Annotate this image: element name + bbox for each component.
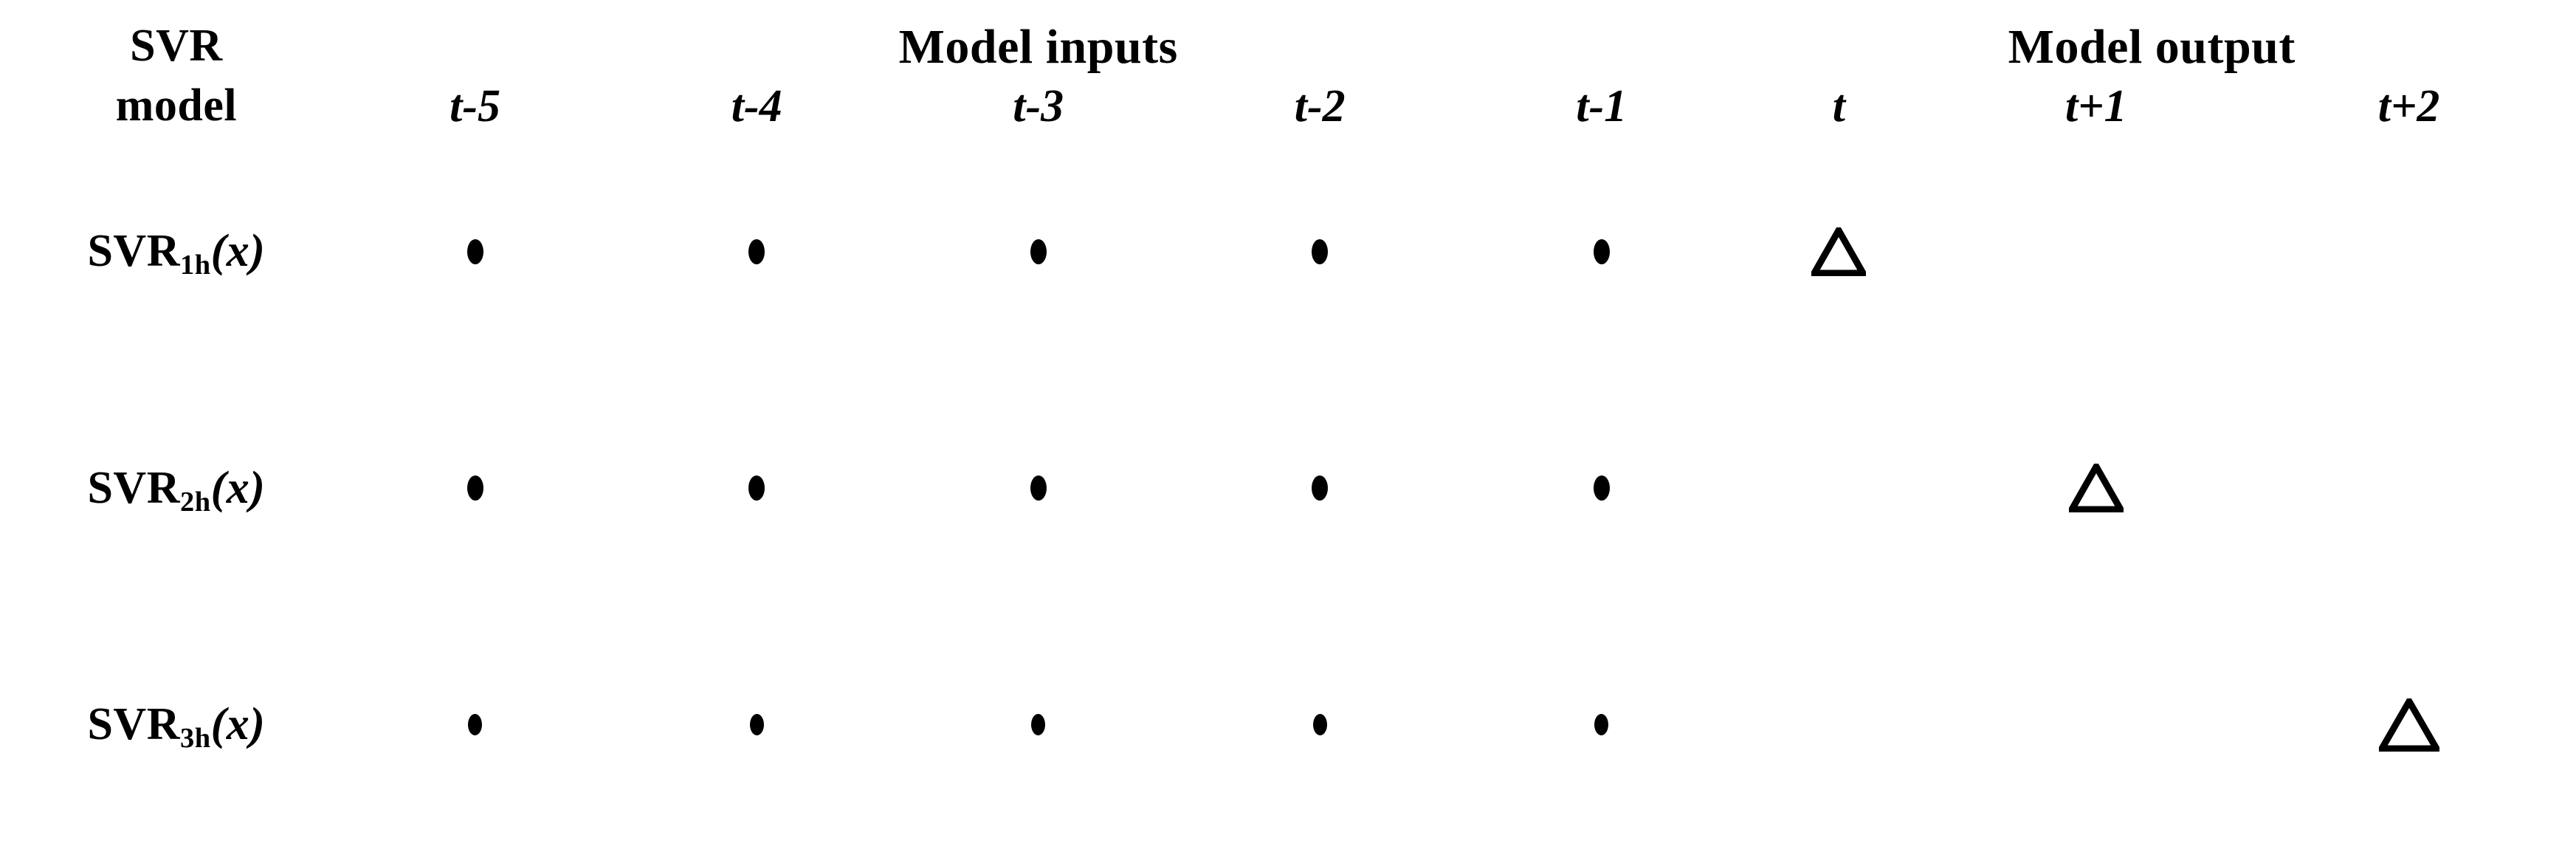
cell-output-t-plus-2 xyxy=(2256,372,2561,608)
cell-input-t-minus-5 xyxy=(334,608,616,845)
filled-circle-marker xyxy=(1030,475,1047,501)
cell-input-t-minus-5 xyxy=(334,372,616,608)
cell-input-t-minus-2 xyxy=(1179,135,1461,371)
row-label-argument: (x) xyxy=(210,462,266,513)
svr-model-table: SVR model Model inputs Model output t-5 … xyxy=(18,16,2561,845)
row-label-argument: (x) xyxy=(210,226,266,277)
cell-input-t-minus-5 xyxy=(334,135,616,371)
filled-circle-marker xyxy=(1030,238,1047,264)
row-label-subscript: 2h xyxy=(179,486,211,518)
open-triangle-marker xyxy=(1811,227,1867,276)
open-triangle-marker xyxy=(2378,698,2439,752)
column-header-t: t xyxy=(1832,80,1846,131)
filled-circle-marker xyxy=(1312,714,1327,736)
row-label-base: SVR xyxy=(87,462,180,513)
cell-output-t-plus-2 xyxy=(2256,608,2561,845)
cell-output-t xyxy=(1743,372,1936,608)
table-row: SVR3h(x) xyxy=(18,608,2561,845)
filled-circle-marker xyxy=(1312,238,1329,264)
column-header-t-minus-1: t-1 xyxy=(1576,80,1628,131)
filled-circle-marker xyxy=(1593,238,1610,264)
column-header-t-plus-1: t+1 xyxy=(2064,80,2127,131)
row-label-svr-2h: SVR2h(x) xyxy=(18,372,334,608)
cell-input-t-minus-4 xyxy=(616,608,898,845)
cell-input-t-minus-3 xyxy=(898,135,1179,371)
header-row-timesteps: t-5 t-4 t-3 t-2 t-1 t t+1 t+2 xyxy=(18,78,2561,135)
filled-circle-marker xyxy=(468,714,483,736)
table-row: SVR2h(x) xyxy=(18,372,2561,608)
cell-input-t-minus-1 xyxy=(1461,608,1743,845)
row-label-svr-1h: SVR1h(x) xyxy=(18,135,334,371)
cell-input-t-minus-2 xyxy=(1179,372,1461,608)
column-header-t-minus-4: t-4 xyxy=(731,80,782,131)
cell-input-t-minus-4 xyxy=(616,372,898,608)
column-header-t-plus-2: t+2 xyxy=(2377,80,2440,131)
filled-circle-marker xyxy=(749,714,764,736)
filled-circle-marker xyxy=(748,475,765,501)
corner-header-line-1: SVR xyxy=(130,21,223,71)
corner-header-line-2: model xyxy=(115,80,238,131)
table-row: SVR1h(x) xyxy=(18,135,2561,371)
filled-circle-marker xyxy=(1593,475,1610,501)
table-header: SVR model Model inputs Model output t-5 … xyxy=(18,16,2561,135)
row-label-svr-3h: SVR3h(x) xyxy=(18,608,334,845)
cell-input-t-minus-4 xyxy=(616,135,898,371)
column-header-t-minus-3: t-3 xyxy=(1013,80,1064,131)
row-label-base: SVR xyxy=(87,226,180,277)
filled-circle-marker xyxy=(466,475,483,501)
cell-output-t xyxy=(1743,608,1936,845)
cell-input-t-minus-1 xyxy=(1461,372,1743,608)
cell-output-t-plus-2 xyxy=(2256,135,2561,371)
open-triangle-marker xyxy=(2068,464,2124,513)
table-body: SVR1h(x) SVR2 xyxy=(18,135,2561,845)
row-label-subscript: 3h xyxy=(179,722,211,754)
column-header-t-minus-2: t-2 xyxy=(1294,80,1346,131)
filled-circle-marker xyxy=(466,238,483,264)
group-header-model-output: Model output xyxy=(2008,19,2296,74)
row-label-subscript: 1h xyxy=(179,250,211,281)
filled-circle-marker xyxy=(1312,475,1329,501)
cell-output-t-plus-1 xyxy=(1935,135,2256,371)
cell-input-t-minus-1 xyxy=(1461,135,1743,371)
filled-circle-marker xyxy=(1594,714,1609,736)
svr-model-table-container: SVR model Model inputs Model output t-5 … xyxy=(18,16,2561,834)
group-header-model-inputs: Model inputs xyxy=(898,19,1178,74)
cell-input-t-minus-3 xyxy=(898,608,1179,845)
filled-circle-marker xyxy=(1031,714,1046,736)
cell-input-t-minus-3 xyxy=(898,372,1179,608)
row-label-base: SVR xyxy=(87,699,180,750)
row-label-argument: (x) xyxy=(210,699,266,750)
column-header-t-minus-5: t-5 xyxy=(450,80,501,131)
cell-output-t-plus-1 xyxy=(1935,372,2256,608)
cell-output-t xyxy=(1743,135,1936,371)
cell-output-t-plus-1 xyxy=(1935,608,2256,845)
corner-header-svr-model: SVR model xyxy=(18,16,334,135)
cell-input-t-minus-2 xyxy=(1179,608,1461,845)
header-row-groups: SVR model Model inputs Model output xyxy=(18,16,2561,131)
filled-circle-marker xyxy=(748,238,765,264)
